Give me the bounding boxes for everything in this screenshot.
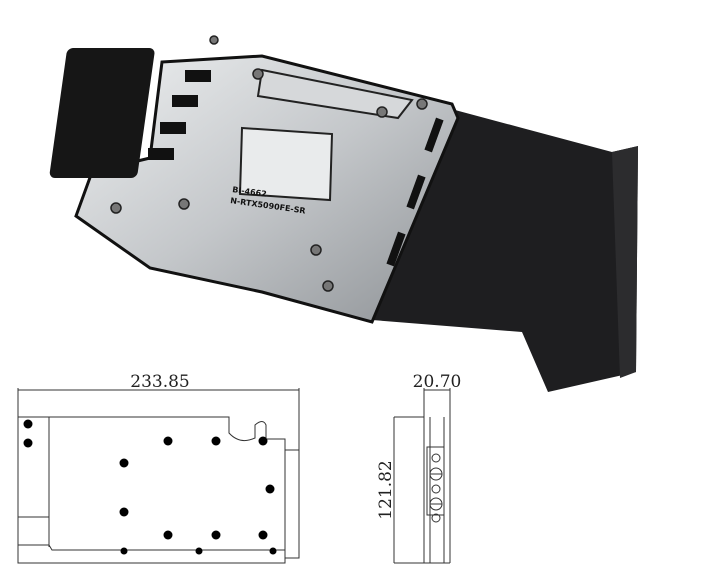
gpu-core-window: [238, 126, 334, 202]
thickness-dimension: 20.70: [413, 372, 462, 392]
side-view-drawing: [393, 388, 451, 564]
io-terminal: [49, 48, 155, 178]
height-dimension: 121.82: [376, 460, 396, 519]
backplate-edge: [612, 146, 638, 378]
memory-cover: [256, 68, 414, 120]
slots: [148, 70, 444, 267]
front-view-holes: [23, 419, 277, 555]
water-block-render: BI-4662 N-RTX5090FE-SR: [49, 35, 638, 392]
width-dimension: 233.85: [130, 372, 189, 392]
backplate: [372, 110, 638, 392]
screws: [110, 35, 428, 292]
front-view-drawing: [17, 388, 300, 564]
